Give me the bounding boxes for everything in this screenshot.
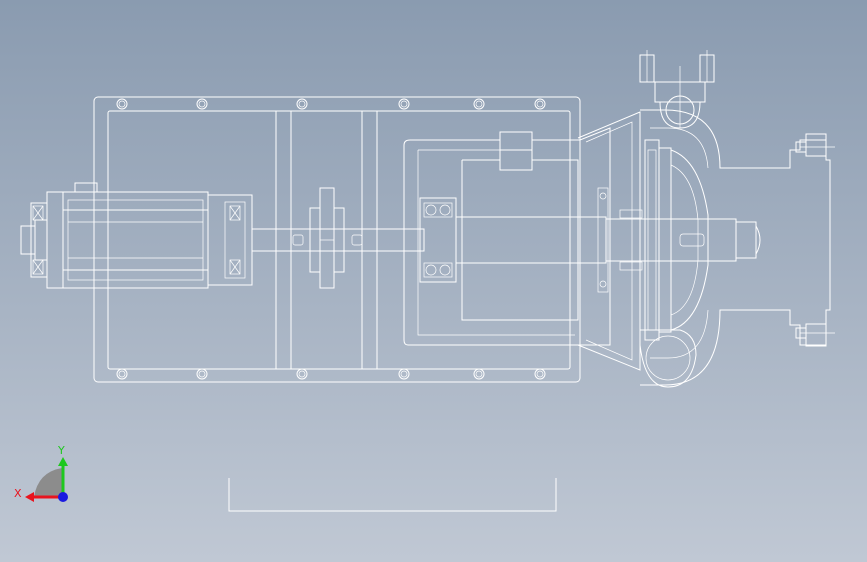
base-frame (93, 96, 581, 383)
bearing-housing (403, 127, 611, 346)
y-axis-label: Y (57, 444, 65, 457)
pump-casing (577, 50, 835, 388)
axis-triad[interactable]: X Y (14, 444, 68, 502)
triad-plane (34, 468, 62, 497)
base-bolt-holes (116, 98, 546, 380)
coupling (309, 187, 345, 289)
selection-box-outline (228, 478, 557, 512)
x-axis-label: X (14, 487, 22, 500)
x-axis-arrowhead (25, 492, 34, 502)
z-axis-origin (58, 492, 68, 502)
y-axis-arrowhead (58, 457, 68, 466)
drive-shaft (251, 228, 425, 252)
motor (20, 182, 253, 289)
